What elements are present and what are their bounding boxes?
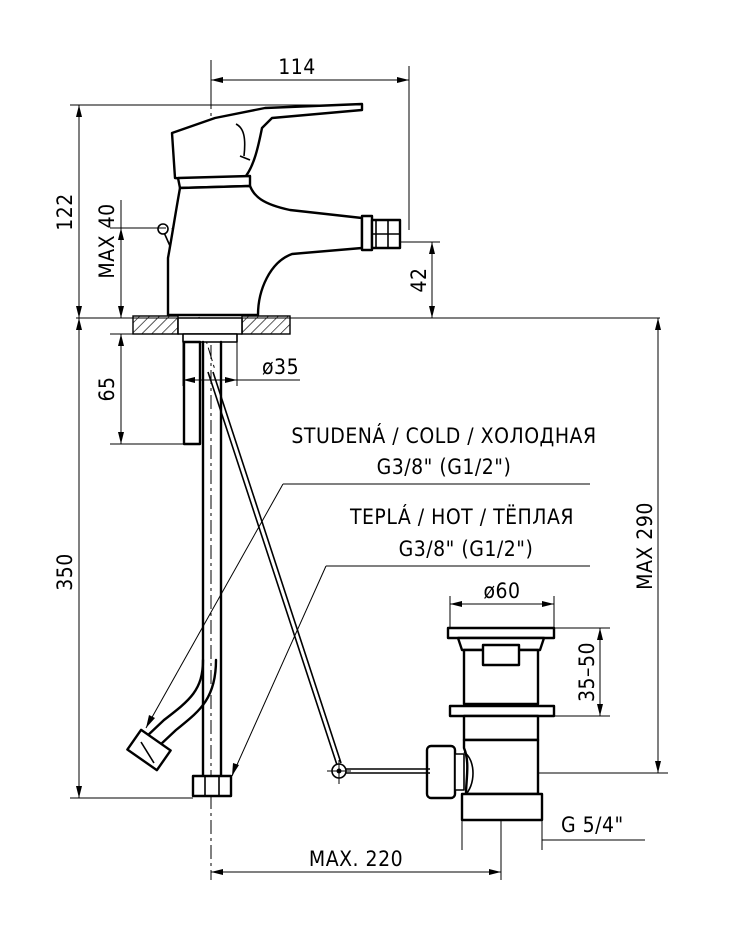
dim-122: 122 (53, 193, 77, 231)
lever-handle (170, 102, 364, 184)
hot-thread-label: G3/8" (G1/2") (399, 537, 534, 561)
dim-42: 42 (407, 267, 431, 292)
dim-65: 65 (95, 376, 119, 401)
countertop-section (76, 315, 660, 343)
mixer-body (157, 102, 402, 317)
hot-hose-fitting (191, 774, 233, 798)
dim-max-40: MAX 40 (95, 203, 119, 278)
leader-lines (145, 483, 590, 777)
dim-114: 114 (278, 55, 316, 79)
dim-g-5-4: G 5/4" (561, 813, 624, 837)
dimension-labels: 114 122 MAX 40 42 65 ø35 350 MAX 290 ø60… (53, 55, 657, 871)
dim-max-290: MAX 290 (633, 502, 657, 590)
dimension-lines (70, 60, 668, 880)
dim-diameter-60: ø60 (483, 579, 520, 603)
mixer-column (166, 184, 364, 317)
cold-hose-fitting (126, 728, 172, 772)
cold-thread-label: G3/8" (G1/2") (377, 455, 512, 479)
dim-350: 350 (53, 553, 77, 591)
pop-up-waste (425, 626, 556, 822)
dim-35-50: 35–50 (575, 642, 599, 702)
hot-label: TEPLÁ / HOT / TЁПЛАЯ (349, 504, 574, 529)
dim-max-220: MAX. 220 (309, 847, 403, 871)
spout-nozzle (360, 214, 402, 252)
stem-and-hoses (126, 340, 430, 798)
connection-labels: STUDENÁ / COLD / ХОЛОДНАЯ G3/8" (G1/2") … (291, 423, 596, 561)
cold-label: STUDENÁ / COLD / ХОЛОДНАЯ (291, 423, 596, 448)
dim-diameter-35: ø35 (262, 355, 299, 379)
lift-rod-knob (157, 223, 169, 235)
